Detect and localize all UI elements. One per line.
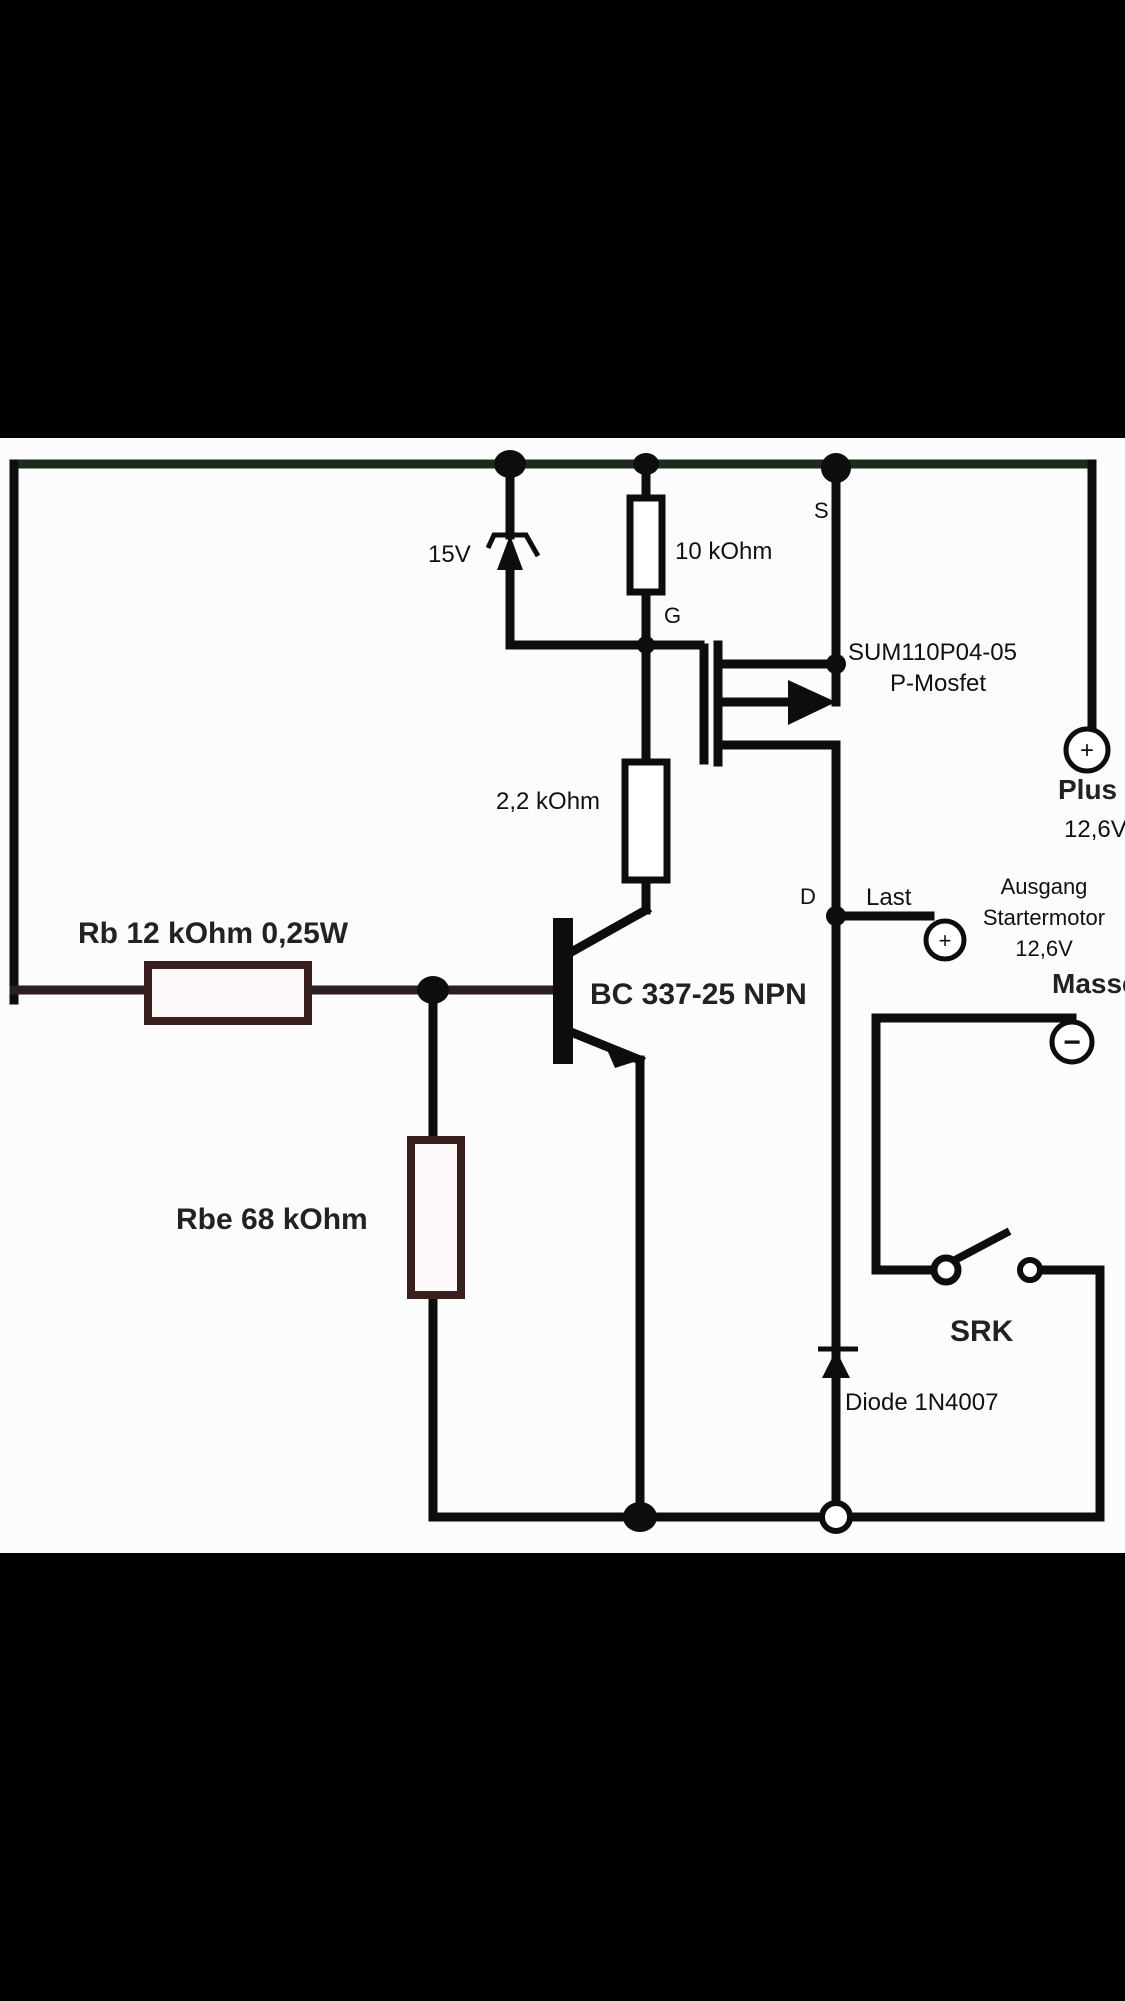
resistor-rb	[144, 961, 312, 1025]
npn-transistor-label: BC 337-25 NPN	[590, 978, 807, 1011]
output-label-1: Ausgang	[1001, 874, 1088, 899]
plus-voltage-label: 12,6V	[1064, 816, 1125, 843]
output-label-3: 12,6V	[1015, 936, 1073, 961]
junction-source-top	[821, 453, 851, 483]
junction-zener-top	[494, 450, 526, 478]
drain-label: D	[800, 884, 816, 909]
junction-gate	[637, 636, 655, 654]
diode-icon	[822, 1350, 850, 1378]
masse-terminal-sign: −	[1063, 1026, 1081, 1059]
masse-label: Masse	[1052, 968, 1125, 999]
switch-contact-left	[930, 1254, 962, 1286]
junction-r10k-top	[633, 453, 659, 475]
gate-label: G	[664, 603, 681, 628]
diode-label: Diode 1N4007	[845, 1389, 998, 1416]
switch-contact-right	[1017, 1257, 1043, 1283]
zener-label: 15V	[428, 541, 471, 568]
rb-label: Rb 12 kOhm 0,25W	[78, 917, 349, 950]
masse-terminal-icon	[1049, 1019, 1095, 1065]
junction-diode-ground	[819, 1500, 853, 1534]
r2k2-label: 2,2 kOhm	[496, 788, 600, 815]
npn-emitter-arrow	[605, 1045, 640, 1068]
npn-transistor-base-bar	[553, 918, 573, 1064]
switch-label: SRK	[950, 1315, 1014, 1348]
resistor-2k2	[621, 758, 671, 884]
switch-lever	[949, 1227, 1012, 1266]
zener-diode-icon	[497, 535, 523, 570]
rbe-label: Rbe 68 kOhm	[176, 1203, 368, 1236]
resistor-rbe	[407, 1136, 465, 1299]
output-terminal-icon	[923, 918, 967, 962]
npn-collector-lead	[559, 903, 653, 962]
r10k-label: 10 kOhm	[675, 538, 772, 565]
output-terminal-sign: +	[939, 928, 952, 953]
mosfet-arrow	[788, 680, 836, 725]
load-label: Last	[866, 884, 912, 911]
plus-label: Plus	[1058, 774, 1117, 805]
source-label: S	[814, 498, 829, 523]
mosfet-part-label: SUM110P04-05	[848, 639, 1017, 666]
junction-drain-load	[826, 906, 846, 926]
junction-base	[417, 976, 449, 1004]
resistor-10k	[626, 494, 666, 596]
plus-terminal-icon	[1063, 726, 1111, 774]
mosfet-source-dot	[826, 654, 846, 674]
zener-bar	[485, 532, 541, 558]
output-label-2: Startermotor	[983, 905, 1105, 930]
junction-emitter-ground	[623, 1502, 657, 1532]
plus-terminal-sign: +	[1080, 737, 1094, 764]
mosfet-type-label: P-Mosfet	[890, 670, 986, 697]
